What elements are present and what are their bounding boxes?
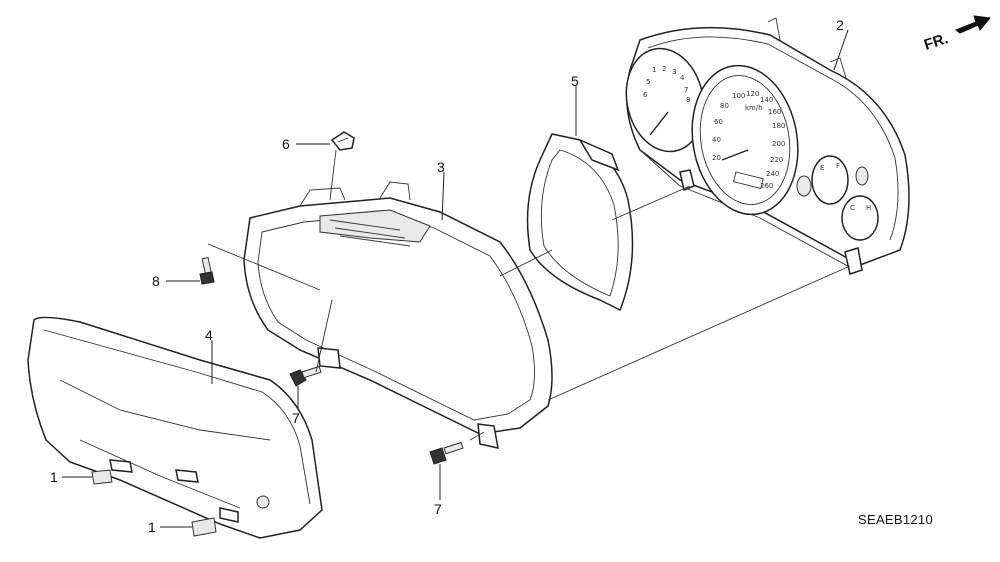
speed-tick-220: 220 bbox=[770, 156, 783, 164]
part-4-meter-visor bbox=[27, 316, 323, 539]
callout-4: 4 bbox=[205, 327, 213, 343]
callout-2: 2 bbox=[836, 17, 844, 33]
temp-cold-mark: C bbox=[850, 204, 855, 212]
speed-tick-160: 160 bbox=[768, 108, 781, 116]
speed-tick-260: 260 bbox=[760, 182, 773, 190]
speed-tick-120: 120 bbox=[746, 90, 759, 98]
speed-tick-20: 20 bbox=[712, 154, 721, 162]
speed-tick-40: 40 bbox=[712, 136, 721, 144]
speed-tick-80: 80 bbox=[720, 102, 729, 110]
tach-tick-6: 6 bbox=[643, 91, 648, 99]
speed-tick-140: 140 bbox=[760, 96, 773, 104]
part-5-bezel-ring bbox=[526, 133, 634, 312]
callout-labels: 2 3 5 4 6 8 7 7 1 1 bbox=[50, 17, 844, 535]
callout-1-lower: 1 bbox=[148, 519, 156, 535]
part-1-cushion-lower bbox=[191, 517, 217, 537]
tach-tick-1: 1 bbox=[652, 66, 656, 74]
tach-tick-5: 5 bbox=[646, 78, 650, 86]
fuel-full-mark: F bbox=[836, 162, 840, 170]
callout-8: 8 bbox=[152, 273, 160, 289]
callout-leaders bbox=[62, 29, 849, 528]
speed-unit: km/h bbox=[745, 104, 763, 112]
speed-tick-240: 240 bbox=[766, 170, 779, 178]
speed-tick-60: 60 bbox=[714, 118, 723, 126]
speed-tick-180: 180 bbox=[772, 122, 785, 130]
speedometer-dial: 20 40 60 80 100 120 140 160 180 200 220 … bbox=[712, 90, 785, 190]
tachometer-dial: 1 2 3 4 5 6 7 8 bbox=[643, 65, 690, 136]
front-arrow-icon bbox=[954, 15, 991, 34]
assembly-guide-lines bbox=[207, 149, 851, 441]
front-direction-indicator: FR. bbox=[922, 15, 991, 54]
callout-7-lower: 7 bbox=[434, 501, 442, 517]
tach-tick-8: 8 bbox=[686, 96, 690, 104]
part-6-clip bbox=[330, 131, 355, 151]
callout-6: 6 bbox=[282, 136, 290, 152]
callout-1-upper: 1 bbox=[50, 469, 58, 485]
tach-tick-3: 3 bbox=[672, 68, 676, 76]
part-1-cushion-upper bbox=[91, 469, 113, 485]
speed-tick-200: 200 bbox=[772, 140, 785, 148]
diagram-code: SEAEB1210 bbox=[858, 512, 933, 527]
temperature-gauge: C H bbox=[841, 166, 879, 241]
fuel-empty-mark: E bbox=[820, 164, 824, 172]
tach-tick-4: 4 bbox=[680, 74, 685, 82]
part-2-meter-assembly: 1 2 3 4 5 6 7 8 20 40 60 80 100 120 140 … bbox=[625, 17, 910, 275]
callout-3: 3 bbox=[437, 159, 445, 175]
front-direction-label: FR. bbox=[922, 30, 950, 54]
speed-tick-100: 100 bbox=[732, 92, 745, 100]
part-3-meter-case bbox=[243, 181, 553, 449]
callout-7-upper: 7 bbox=[292, 410, 300, 426]
fuel-gauge: E F bbox=[796, 155, 849, 205]
tach-tick-7: 7 bbox=[684, 86, 688, 94]
part-8-screw bbox=[199, 256, 215, 285]
part-7-screw-lower bbox=[429, 441, 464, 465]
callout-5: 5 bbox=[571, 73, 579, 89]
temp-hot-mark: H bbox=[866, 204, 871, 212]
tach-tick-2: 2 bbox=[662, 65, 666, 73]
